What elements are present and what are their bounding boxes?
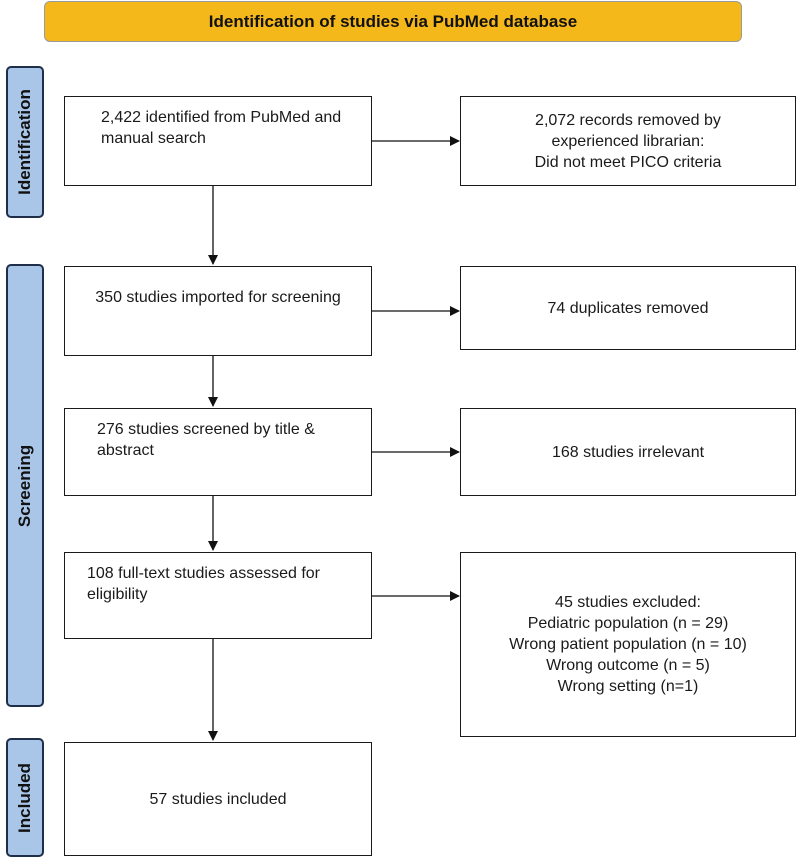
irrelevant-box: 168 studies irrelevant	[460, 408, 796, 496]
diagram-title-text: Identification of studies via PubMed dat…	[208, 11, 578, 31]
screened-text: 276 studies screened by title & abstract	[97, 421, 315, 459]
records-removed-box: 2,072 records removed by experienced lib…	[460, 96, 796, 186]
duplicates-box: 74 duplicates removed	[460, 266, 796, 350]
phase-identification: Identification	[6, 66, 44, 218]
excluded-reason: Wrong setting (n=1)	[557, 678, 699, 695]
phase-screening: Screening	[6, 264, 44, 707]
records-removed-line-1: 2,072 records removed by	[535, 111, 721, 129]
excluded-reason: Pediatric population (n = 29)	[527, 615, 729, 632]
duplicates-text: 74 duplicates removed	[547, 299, 709, 317]
records-removed-line-3: Did not meet PICO criteria	[534, 153, 722, 171]
irrelevant-text: 168 studies irrelevant	[551, 443, 705, 461]
identified-box: 2,422 identified from PubMed and manual …	[64, 96, 372, 186]
excluded-reason: Wrong outcome (n = 5)	[546, 657, 710, 674]
diagram-title: Identification of studies via PubMed dat…	[44, 1, 742, 42]
excluded-heading: 45 studies excluded:	[555, 594, 701, 611]
identified-text: 2,422 identified from PubMed and manual …	[101, 109, 342, 147]
screened-box: 276 studies screened by title & abstract	[64, 408, 372, 496]
full-text-text: 108 full-text studies assessed for eligi…	[87, 565, 321, 603]
excluded-reason: Wrong patient population (n = 10)	[509, 636, 747, 653]
included-text: 57 studies included	[149, 790, 287, 808]
imported-text: 350 studies imported for screening	[95, 289, 341, 306]
phase-included: Included	[6, 738, 44, 857]
records-removed-line-2: experienced librarian:	[551, 132, 705, 150]
included-box: 57 studies included	[64, 742, 372, 856]
excluded-box: 45 studies excluded: Pediatric populatio…	[460, 552, 796, 737]
imported-box: 350 studies imported for screening	[64, 266, 372, 356]
full-text-box: 108 full-text studies assessed for eligi…	[64, 552, 372, 639]
